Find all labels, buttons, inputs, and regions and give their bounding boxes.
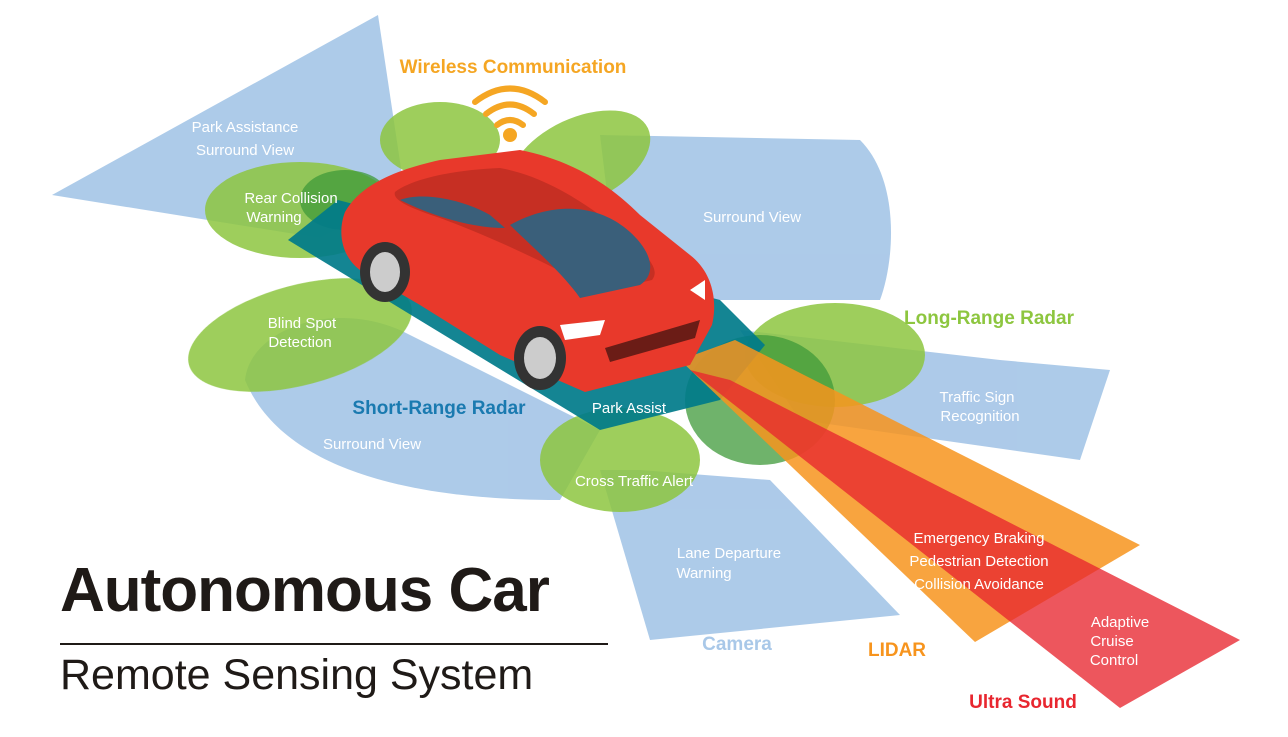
- car-side-window: [400, 196, 505, 228]
- wifi-icon: [472, 85, 548, 142]
- ultrasound-beam: [690, 370, 1240, 708]
- title-divider: [60, 643, 608, 645]
- zone-labels: Park Assistance Surround View Rear Colli…: [192, 119, 1150, 669]
- page-subtitle: Remote Sensing System: [60, 651, 534, 699]
- radar-lobe-blind-spot: [188, 278, 412, 392]
- car-wheel-rear-hub: [370, 252, 400, 292]
- car-headlight-right: [690, 280, 705, 300]
- wifi-arc-outer: [472, 85, 548, 105]
- label-surround-view-rear: Surround View: [323, 436, 421, 453]
- label-cross-traffic: Cross Traffic Alert: [575, 473, 694, 490]
- label-pedestrian-detection: Pedestrian Detection: [909, 553, 1048, 570]
- page-title: Autonomous Car: [60, 556, 550, 625]
- car-illustration: [341, 150, 715, 392]
- label-cruise: Cruise: [1090, 633, 1133, 650]
- category-labels: Wireless Communication Long-Range Radar …: [352, 57, 1076, 713]
- label-park-assist: Park Assist: [592, 400, 667, 417]
- label-traffic-sign: Traffic Sign: [939, 389, 1014, 406]
- car-wheel-front-hub: [524, 337, 556, 379]
- label-adaptive: Adaptive: [1091, 614, 1149, 631]
- label-blind-spot-2: Detection: [268, 334, 331, 351]
- label-camera: Camera: [702, 634, 772, 655]
- label-collision-avoidance: Collision Avoidance: [914, 576, 1044, 593]
- label-emergency-braking: Emergency Braking: [914, 530, 1045, 547]
- car-windshield: [510, 208, 651, 298]
- camera-zone-lane-departure: [600, 470, 900, 640]
- car-headlight: [560, 320, 605, 340]
- label-control: Control: [1090, 652, 1138, 669]
- wifi-arc-inner: [494, 117, 526, 128]
- label-long-range-radar: Long-Range Radar: [904, 308, 1075, 329]
- label-park-assistance: Park Assistance: [192, 119, 299, 136]
- car-grille: [605, 320, 700, 362]
- label-rear-collision: Rear Collision: [244, 190, 337, 207]
- wifi-dot: [503, 128, 517, 142]
- label-ultra-sound: Ultra Sound: [969, 692, 1077, 713]
- label-rear-collision-2: Warning: [246, 209, 301, 226]
- label-traffic-sign-2: Recognition: [940, 408, 1019, 425]
- label-lane-departure-2: Warning: [676, 565, 731, 582]
- wifi-arc-middle: [483, 101, 537, 117]
- label-wireless: Wireless Communication: [400, 57, 627, 78]
- label-lidar: LIDAR: [868, 640, 926, 661]
- label-lane-departure: Lane Departure: [677, 545, 781, 562]
- label-short-range-radar: Short-Range Radar: [352, 398, 526, 419]
- label-blind-spot: Blind Spot: [268, 315, 337, 332]
- label-surround-view-front: Surround View: [703, 209, 801, 226]
- label-park-assistance-2: Surround View: [196, 142, 294, 159]
- radar-lobe-cross-traffic: [540, 408, 700, 512]
